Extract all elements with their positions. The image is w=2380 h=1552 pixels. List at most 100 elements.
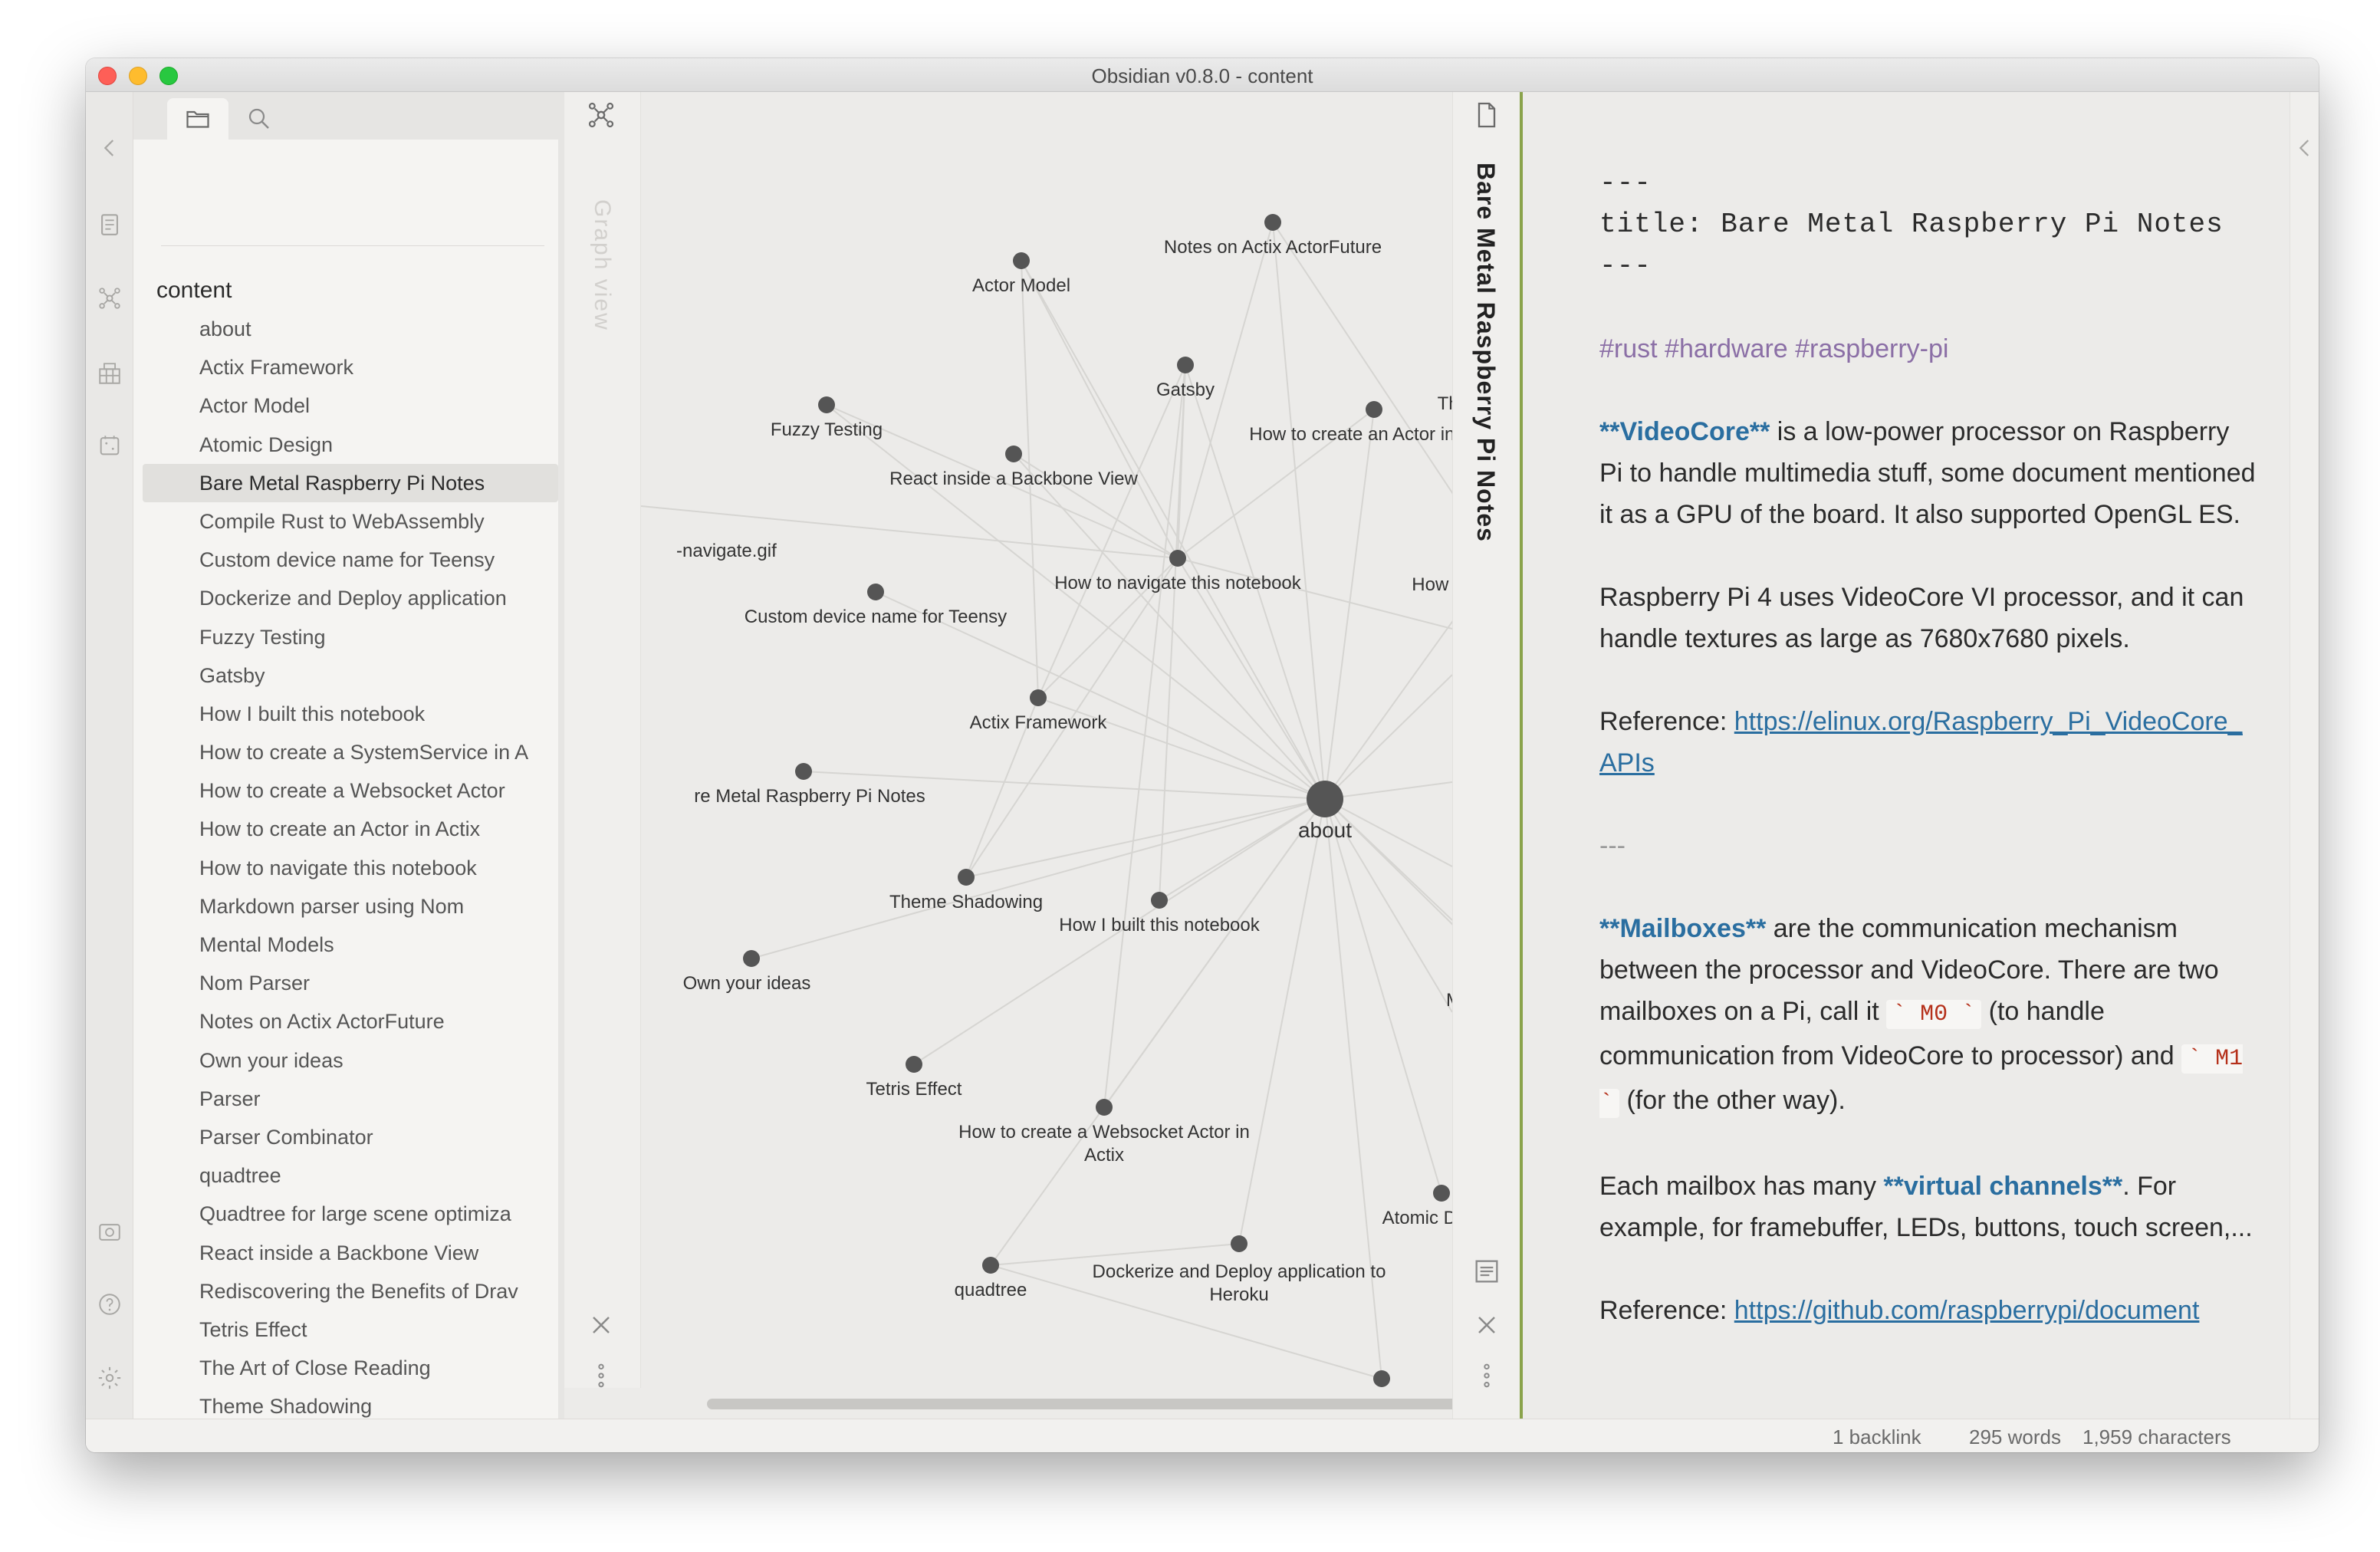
graph-node[interactable] [1169, 550, 1186, 567]
graph-node-label[interactable]: How to create an Actor in Actix [1249, 424, 1452, 445]
file-item[interactable]: Markdown parser using Nom [199, 894, 465, 918]
file-item[interactable]: Dockerize and Deploy application [199, 587, 507, 610]
file-item[interactable]: Atomic Design [199, 432, 334, 456]
graph-node[interactable] [1264, 214, 1281, 231]
settings-icon[interactable] [97, 1365, 123, 1391]
more-options-icon[interactable] [586, 1360, 616, 1391]
graph-node-label[interactable]: Tetris Effect [866, 1079, 962, 1100]
reference-link[interactable]: https://elinux.org/Raspberry_Pi_VideoCor… [1599, 707, 2243, 778]
file-item[interactable]: Rediscovering the Benefits of Drav [199, 1279, 518, 1303]
graph-horizontal-scrollbar[interactable] [564, 1388, 1509, 1419]
graph-node-label[interactable]: Notes on Actix ActorFuture [1164, 237, 1382, 258]
file-explorer-tab[interactable] [167, 98, 228, 140]
note-editor[interactable]: --- title: Bare Metal Raspberry Pi Notes… [1523, 92, 2290, 1419]
vault-folder-name[interactable]: content [156, 278, 232, 303]
close-window-button[interactable] [98, 67, 117, 85]
file-item[interactable]: Parser [199, 1087, 261, 1110]
file-item[interactable]: How to create an Actor in Actix [199, 817, 481, 841]
graph-node[interactable] [743, 950, 760, 967]
file-item[interactable]: Parser Combinator [199, 1125, 373, 1149]
graph-node[interactable] [1366, 401, 1382, 418]
reference-link[interactable]: https://github.com/raspberrypi/document [1734, 1296, 2200, 1325]
scrollbar-thumb[interactable] [707, 1399, 1497, 1409]
search-tab[interactable] [228, 98, 290, 140]
graph-node-label[interactable]: The A [1438, 393, 1452, 414]
graph-node[interactable] [1231, 1235, 1248, 1252]
chevron-left-icon[interactable] [2292, 135, 2318, 161]
graph-node-label[interactable]: Actix [1084, 1145, 1124, 1166]
graph-node-label[interactable]: Gatsby [1156, 380, 1215, 400]
graph-node-label[interactable]: Custom device name for Teensy [745, 607, 1007, 627]
graph-node-label[interactable]: React inside a Backbone View [889, 469, 1138, 489]
file-item[interactable]: Own your ideas [199, 1048, 344, 1072]
graph-node-label[interactable]: Atomic Design [1382, 1208, 1452, 1228]
close-icon[interactable] [586, 1310, 616, 1340]
more-options-icon[interactable] [1471, 1360, 1502, 1391]
graph-node-label[interactable]: Actor Model [972, 275, 1070, 296]
graph-node[interactable] [795, 763, 812, 780]
graph-node[interactable] [906, 1056, 922, 1073]
graph-node[interactable] [1177, 357, 1194, 373]
graph-node-label[interactable]: How to create a Syst [1412, 574, 1452, 595]
graph-node[interactable] [1151, 892, 1168, 909]
file-item[interactable]: quadtree [199, 1164, 281, 1188]
file-item[interactable]: Bare Metal Raspberry Pi Notes [143, 463, 558, 502]
graph-node-label[interactable]: quadtree [955, 1280, 1027, 1300]
graph-node-label[interactable]: Dockerize and Deploy application to [1093, 1261, 1386, 1282]
file-item[interactable]: How I built this notebook [199, 702, 426, 725]
graph-node[interactable] [818, 396, 835, 413]
graph-node-label[interactable]: Heroku [1209, 1284, 1268, 1305]
file-item[interactable]: Compile Rust to WebAssembly [199, 509, 485, 533]
file-item[interactable]: Gatsby [199, 663, 265, 687]
graph-node[interactable] [1013, 252, 1030, 269]
file-item[interactable]: Mental Models [199, 933, 334, 956]
graph-node-label[interactable]: Fuzzy Testing [771, 419, 883, 440]
graph-node-label[interactable]: re Metal Raspberry Pi Notes [694, 786, 925, 807]
file-item[interactable]: Tetris Effect [199, 1317, 307, 1341]
file-item[interactable]: Custom device name for Teensy [199, 548, 495, 572]
file-item[interactable]: How to navigate this notebook [199, 856, 477, 880]
open-quick-switcher-icon[interactable] [97, 212, 123, 238]
close-icon[interactable] [1471, 1310, 1502, 1340]
graph-node-label[interactable]: about [1298, 818, 1352, 842]
file-item[interactable]: How to create a Websocket Actor [199, 779, 505, 803]
graph-node[interactable] [982, 1257, 999, 1274]
file-item[interactable]: Nom Parser [199, 972, 311, 995]
graph-node-label[interactable]: Theme Shadowing [889, 892, 1043, 912]
starred-icon[interactable] [97, 360, 123, 386]
graph-node-label[interactable]: -navigate.gif [676, 541, 777, 561]
graph-node[interactable] [1433, 1185, 1450, 1202]
graph-node-label[interactable]: How to create a Websocket Actor in [958, 1122, 1250, 1143]
graph-node-label[interactable]: Own your ideas [683, 973, 811, 994]
graph-node[interactable] [867, 584, 884, 600]
vault-icon[interactable] [97, 1219, 123, 1245]
file-item[interactable]: Quadtree for large scene optimiza [199, 1202, 511, 1226]
graph-node-label[interactable]: How to navigate this notebook [1054, 573, 1302, 594]
file-item[interactable]: How to create a SystemService in A [199, 741, 529, 764]
note-content[interactable]: --- title: Bare Metal Raspberry Pi Notes… [1599, 163, 2259, 1331]
graph-node-label[interactable]: How I built this notebook [1059, 915, 1260, 935]
file-item[interactable]: Fuzzy Testing [199, 625, 326, 649]
file-item[interactable]: Theme Shadowing [199, 1395, 373, 1419]
file-item[interactable]: Actor Model [199, 394, 311, 418]
graph-node-label[interactable]: Markdown par [1446, 990, 1452, 1011]
graph-node[interactable] [958, 869, 975, 886]
note-tags[interactable]: #rust #hardware #raspberry-pi [1599, 334, 1949, 363]
file-item[interactable]: The Art of Close Reading [199, 1356, 431, 1380]
minimize-window-button[interactable] [129, 67, 147, 85]
graph-node[interactable] [1030, 689, 1047, 706]
preview-mode-icon[interactable] [1471, 1256, 1502, 1287]
graph-node[interactable] [1005, 446, 1022, 462]
zoom-window-button[interactable] [159, 67, 178, 85]
help-icon[interactable] [97, 1291, 123, 1317]
random-note-icon[interactable] [97, 432, 123, 459]
file-item[interactable]: Actix Framework [199, 356, 354, 380]
graph-node[interactable] [1373, 1370, 1390, 1387]
file-item[interactable]: about [199, 317, 251, 340]
graph-node[interactable] [1096, 1099, 1113, 1116]
graph-node[interactable] [1307, 781, 1343, 817]
file-item[interactable]: Notes on Actix ActorFuture [199, 1010, 445, 1034]
graph-view-icon[interactable] [97, 285, 123, 311]
